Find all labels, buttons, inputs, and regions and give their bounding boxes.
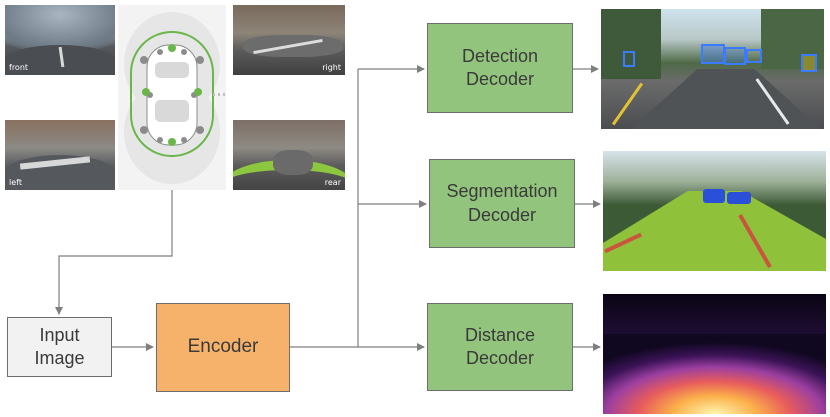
- detection-bbox-4: [801, 54, 817, 72]
- detection-output-image: [601, 9, 824, 129]
- rear-camera-image: rear: [233, 120, 345, 190]
- detection-decoder-label-line2: Decoder: [465, 69, 535, 89]
- distance-decoder-label-line2: Decoder: [465, 348, 535, 368]
- detection-decoder-label-line1: Detection: [461, 45, 539, 66]
- left-camera-label: left: [9, 178, 22, 187]
- detection-bbox-1: [701, 44, 725, 64]
- front-camera-label: front: [9, 63, 29, 72]
- distance-output-image: [603, 294, 826, 414]
- left-camera-image: left: [5, 120, 115, 190]
- distance-decoder-box: Distance Decoder: [427, 303, 573, 391]
- encoder-label: Encoder: [187, 336, 259, 358]
- segmentation-vehicle-mask-1: [703, 189, 725, 203]
- encoder-box: Encoder: [156, 303, 290, 392]
- detection-bbox-3: [746, 49, 762, 63]
- distance-decoder-label-line1: Distance: [464, 324, 536, 345]
- right-camera-label: right: [322, 63, 341, 72]
- detection-decoder-box: Detection Decoder: [427, 23, 573, 113]
- detection-bbox-2: [724, 47, 746, 65]
- input-image-box: Input Image: [7, 317, 112, 377]
- input-image-label-line1: Input: [39, 324, 80, 345]
- segmentation-decoder-label-line2: Decoder: [467, 204, 537, 225]
- rear-camera-label: rear: [324, 178, 341, 187]
- right-camera-image: right: [233, 5, 345, 75]
- segmentation-decoder-label-line1: Segmentation: [446, 181, 558, 202]
- input-image-label-line2: Image: [34, 348, 85, 368]
- segmentation-output-image: [603, 151, 826, 271]
- front-camera-image: front: [5, 5, 115, 75]
- segmentation-decoder-box: Segmentation Decoder: [429, 159, 575, 248]
- detection-bbox-5: [623, 51, 635, 67]
- segmentation-vehicle-mask-2: [727, 192, 751, 204]
- car-to-input-arrow: [55, 190, 173, 315]
